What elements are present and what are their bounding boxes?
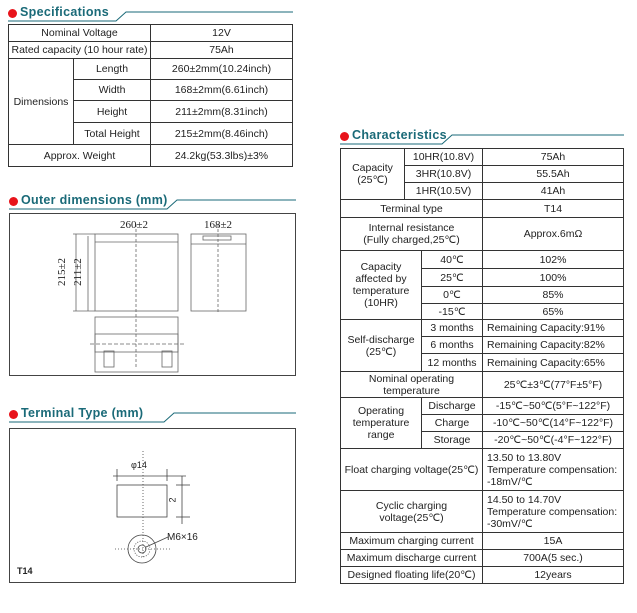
value: 700A(5 sec.) <box>482 549 624 567</box>
total-height-dimension-label: 215±2 <box>56 257 69 287</box>
value: -18mV/℃ <box>487 475 533 488</box>
section-title: Specifications <box>20 5 109 19</box>
characteristics-header: Characteristics <box>340 128 624 146</box>
outer-dimensions-drawing: 260±2 168±2 215±2 211±2 <box>9 213 296 376</box>
label: 1HR(10.5V) <box>404 182 483 200</box>
bolt-label: M6×16 <box>167 532 198 543</box>
value: 102% <box>482 250 624 269</box>
value: 12V <box>150 24 293 42</box>
label: (Fully charged,25℃) <box>363 234 460 246</box>
section-title: Outer dimensions (mm) <box>21 193 168 207</box>
label: Internal resistance <box>368 222 455 234</box>
value: -30mV/℃ <box>487 517 533 530</box>
value: 260±2mm(10.24inch) <box>150 58 293 80</box>
label: Charge <box>421 414 483 432</box>
value: Temperature compensation: <box>487 505 618 518</box>
label: Self-discharge (25℃) <box>340 319 422 372</box>
value: 12years <box>482 566 624 584</box>
section-title: Characteristics <box>352 128 447 142</box>
width-dimension-label: 168±2 <box>204 219 233 231</box>
value: 65% <box>482 303 624 320</box>
label: 0℃ <box>421 286 483 304</box>
outer-dimensions-header: Outer dimensions (mm) <box>9 193 296 211</box>
label: Dimensions <box>8 58 74 145</box>
terminal-drawing: φ14 2 M6×16 T14 <box>9 428 296 583</box>
label: 25℃ <box>421 268 483 287</box>
value: 41Ah <box>482 182 624 200</box>
value: 75Ah <box>482 148 624 166</box>
label: 10HR(10.8V) <box>404 148 483 166</box>
value: -10℃~50℃(14°F~122°F) <box>482 414 624 432</box>
terminal-type-header: Terminal Type (mm) <box>9 406 296 424</box>
label: 12 months <box>421 353 483 372</box>
bullet-icon <box>8 9 17 18</box>
value: 14.50 to 14.70V <box>487 493 562 506</box>
label: Height <box>73 100 151 123</box>
value: -15℃~50℃(5°F~122°F) <box>482 397 624 415</box>
label: Designed floating life(20℃) <box>340 566 483 584</box>
label: Length <box>73 58 151 80</box>
characteristics-table: Capacity (25℃)10HR(10.8V)75Ah 3HR(10.8V)… <box>340 148 624 584</box>
value: 55.5Ah <box>482 165 624 183</box>
label: Maximum discharge current <box>340 549 483 567</box>
label: 40℃ <box>421 250 483 269</box>
value: 168±2mm(6.61inch) <box>150 79 293 101</box>
value: Temperature compensation: <box>487 463 618 476</box>
value: T14 <box>482 199 624 218</box>
label: Terminal type <box>340 199 483 218</box>
label: 3 months <box>421 319 483 337</box>
value: Remaining Capacity:91% <box>482 319 624 337</box>
bullet-icon <box>9 410 18 419</box>
value: -20℃~50℃(-4°F~122°F) <box>482 431 624 449</box>
value: Remaining Capacity:65% <box>482 353 624 372</box>
label: Approx. Weight <box>8 144 151 167</box>
section-title: Terminal Type (mm) <box>21 406 144 420</box>
value: 24.2kg(53.3lbs)±3% <box>150 144 293 167</box>
bullet-icon <box>340 132 349 141</box>
label: Capacity (25℃) <box>340 148 405 200</box>
label: Rated capacity (10 hour rate) <box>8 41 151 59</box>
value: 85% <box>482 286 624 304</box>
label: Total Height <box>73 122 151 145</box>
label: Maximum charging current <box>340 532 483 550</box>
diameter-label: φ14 <box>131 460 147 470</box>
value: 75Ah <box>150 41 293 59</box>
specifications-header: Specifications <box>8 5 293 23</box>
value: 13.50 to 13.80V <box>487 451 562 464</box>
label: Nominal operating temperature <box>340 371 483 398</box>
value: Remaining Capacity:82% <box>482 336 624 354</box>
label: Storage <box>421 431 483 449</box>
value: 100% <box>482 268 624 287</box>
value: 25℃±3℃(77°F±5°F) <box>482 371 624 398</box>
height-dimension-label: 211±2 <box>71 258 84 286</box>
label: Float charging voltage(25℃) <box>340 448 483 491</box>
label: -15℃ <box>421 303 483 320</box>
label: Capacity affected by temperature (10HR) <box>340 250 422 320</box>
value: 15A <box>482 532 624 550</box>
label: 3HR(10.8V) <box>404 165 483 183</box>
value: 215±2mm(8.46inch) <box>150 122 293 145</box>
value: 211±2mm(8.31inch) <box>150 100 293 123</box>
label: Width <box>73 79 151 101</box>
label: Nominal Voltage <box>8 24 151 42</box>
label: Operating temperature range <box>340 397 422 449</box>
depth-label: 2 <box>167 497 178 503</box>
length-dimension-label: 260±2 <box>120 219 149 231</box>
label: Cyclic charging voltage(25℃) <box>340 490 483 533</box>
label: 6 months <box>421 336 483 354</box>
value: Approx.6mΩ <box>482 217 624 251</box>
terminal-name-label: T14 <box>17 566 33 576</box>
label: Discharge <box>421 397 483 415</box>
bullet-icon <box>9 197 18 206</box>
